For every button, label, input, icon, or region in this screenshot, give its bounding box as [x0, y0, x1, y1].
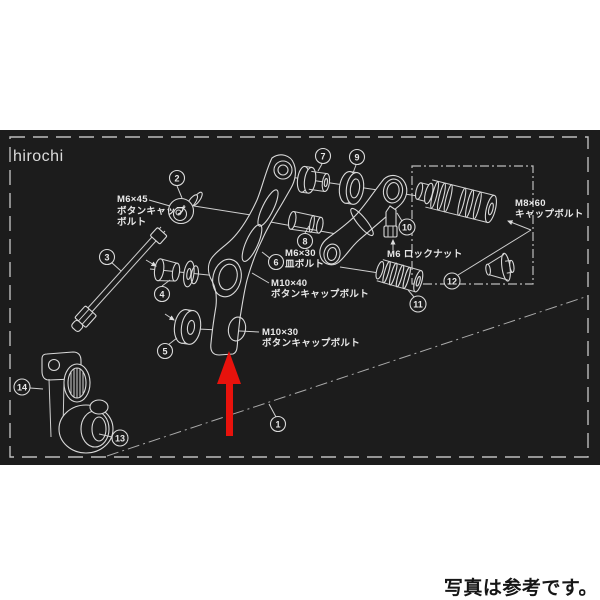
callout-1: 1: [269, 415, 287, 433]
callout-2: 2: [168, 169, 186, 187]
svg-text:4: 4: [159, 289, 164, 299]
brand-text: hirochi: [13, 148, 64, 165]
callout-14: 14: [13, 378, 31, 396]
svg-text:13: 13: [115, 433, 125, 443]
label-m6x45-type2: ボルト: [117, 216, 146, 228]
callout-7: 7: [314, 147, 332, 165]
label-m6x30-type: 皿ボルト: [285, 258, 324, 270]
main-bracket-plate: [207, 154, 296, 356]
svg-text:1: 1: [275, 419, 280, 429]
callouts: 1 2 3 4 5 6 7 8 9 10 11 12 13 14: [13, 147, 461, 447]
callout-12: 12: [443, 272, 461, 290]
reference-caption: 写真は参考です。: [443, 578, 598, 599]
label-m8x60-type: キャップボルト: [515, 208, 584, 220]
part-labels: M6×45 ボタンキャップ ボルト M6×30 皿ボルト M10×40 ボタンキ…: [117, 194, 584, 349]
dashed-page-border: [9, 136, 589, 458]
label-m6x30-size: M6×30: [285, 248, 316, 259]
shift-rod: [71, 226, 168, 332]
callout-8: 8: [296, 232, 314, 250]
shift-rubber: [375, 259, 424, 293]
label-m6x45-type1: ボタンキャップ: [117, 205, 186, 217]
label-m10x30-size: M10×30: [262, 327, 298, 338]
callout-4: 4: [153, 285, 171, 303]
washer: [173, 309, 202, 345]
svg-text:12: 12: [447, 276, 457, 286]
label-m10x40-type: ボタンキャップボルト: [271, 288, 369, 300]
diagram-panel: hirochi: [0, 130, 600, 465]
svg-text:3: 3: [104, 252, 109, 262]
footpeg-bracket: [319, 174, 408, 266]
svg-text:9: 9: [354, 152, 359, 162]
label-m8x60-size: M8×60: [515, 198, 546, 209]
shift-lever-assembly: [41, 351, 114, 454]
callout-5: 5: [156, 342, 174, 360]
svg-text:8: 8: [302, 236, 307, 246]
svg-text:5: 5: [162, 346, 167, 356]
callout-13: 13: [111, 429, 129, 447]
svg-text:2: 2: [174, 173, 179, 183]
footpeg: [414, 179, 497, 224]
callout-9: 9: [348, 148, 366, 166]
callout-3: 3: [98, 248, 116, 266]
svg-text:6: 6: [273, 257, 278, 267]
svg-text:11: 11: [413, 299, 423, 309]
label-m10x40-size: M10×40: [271, 278, 307, 289]
label-m6x45-size: M6×45: [117, 194, 148, 205]
shoulder-bolt: [153, 258, 200, 288]
sleeve-spacer: [287, 210, 324, 234]
callout-6: 6: [267, 253, 285, 271]
callout-10: 10: [398, 218, 416, 236]
red-highlight-arrow: [217, 351, 241, 436]
svg-text:14: 14: [17, 382, 27, 392]
svg-text:10: 10: [402, 222, 412, 232]
rod-end-bearing: [167, 191, 203, 225]
ring-collar: [338, 171, 365, 205]
leader-lines: [29, 163, 415, 438]
cone-finisher: [485, 252, 515, 282]
label-m10x30-type: ボタンキャップボルト: [262, 337, 360, 349]
label-m6-locknut: M6 ロックナット: [387, 249, 463, 260]
collar-spacer: [296, 165, 331, 194]
exploded-parts-diagram: hirochi: [9, 136, 589, 458]
callout-11: 11: [409, 295, 427, 313]
diagonal-cut-line: [106, 295, 589, 457]
svg-text:7: 7: [320, 151, 325, 161]
